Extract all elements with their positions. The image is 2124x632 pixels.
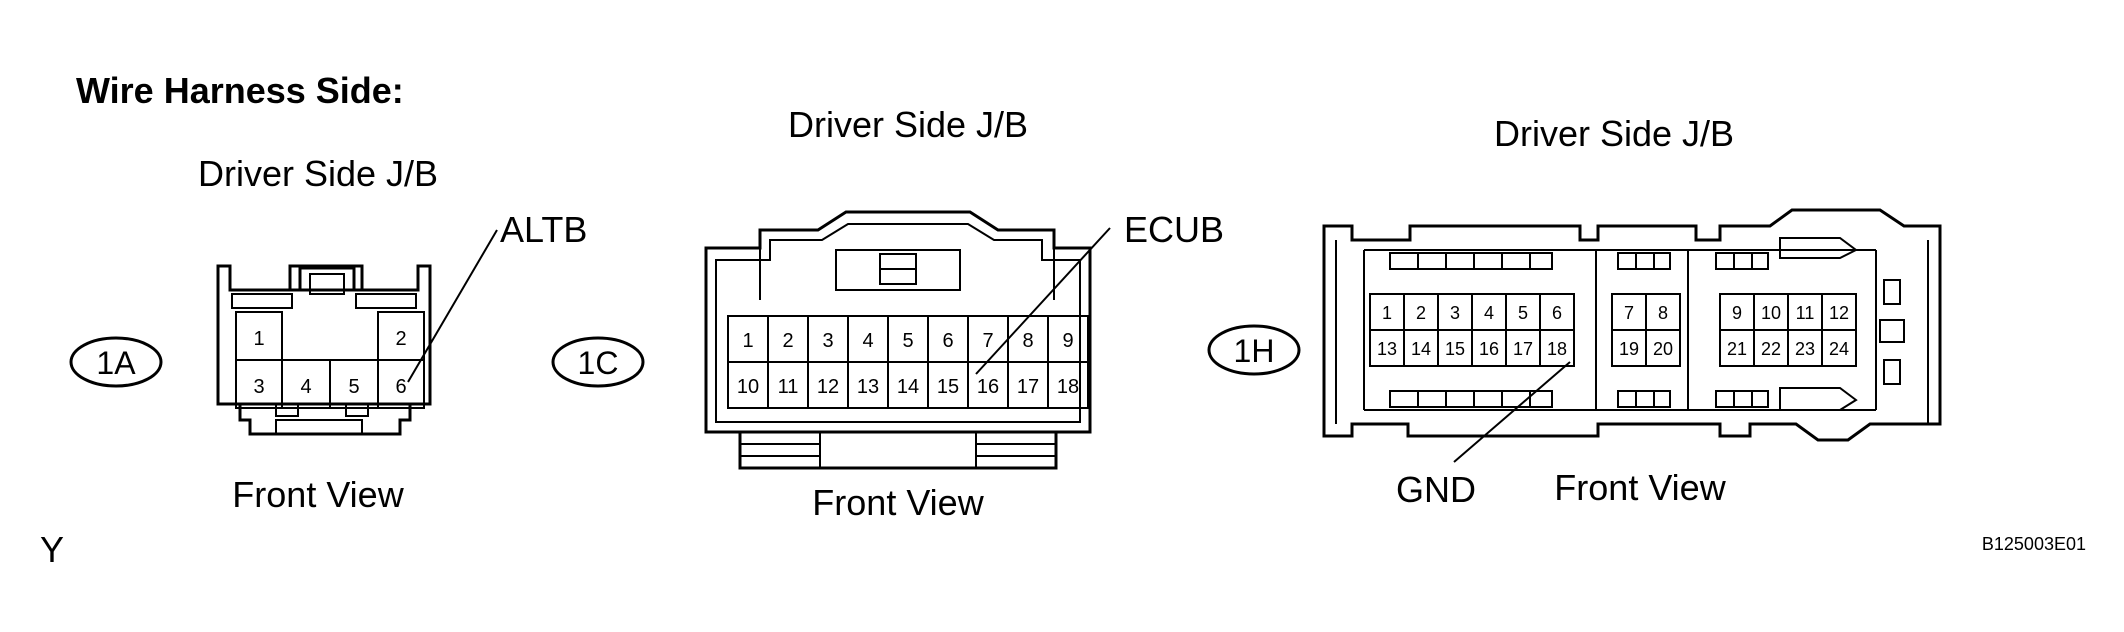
connector-1h-view: Front View [1554,467,1726,508]
connector-1h-body [1322,208,1942,442]
connector-1a-pin: 5 [348,376,359,398]
connector-1h-pin: 12 [1829,303,1849,323]
connector-1h-id-bubble [1207,324,1301,376]
connector-1h-pin-cavity [1539,329,1575,367]
connector-1h-pin: 23 [1795,339,1815,359]
footer-mark: Y [40,529,64,570]
connector-1c-pin: 3 [822,330,833,352]
connector-1h-pin: 18 [1547,339,1567,359]
connector-1c-id: 1C [578,345,619,381]
connector-1h-pin: 8 [1658,303,1668,323]
connector-1c-pin: 1 [742,330,753,352]
connector-1c-body [704,210,1092,434]
connector-1h-pin: 11 [1796,303,1815,323]
connector-1h-pin: 1 [1382,303,1392,323]
connector-1h-pin: 10 [1761,303,1781,323]
connector-1c-pin: 15 [937,376,959,398]
connector-1h: Driver Side J/B 1H [1207,113,1942,510]
connector-1a-id-bubble [69,336,163,388]
connector-1c-pin: 2 [782,330,793,352]
connector-1a-view: Front View [232,474,404,515]
callout-leader-line [407,229,498,383]
callout-leader-line [975,227,1111,375]
connector-1c-pin: 7 [982,330,993,352]
figure-id: B125003E01 [1982,534,2086,554]
diagram-title: Wire Harness Side: [76,70,404,111]
connector-1c-pin: 4 [862,330,873,352]
connector-1h-id: 1H [1234,333,1275,369]
connector-1c-pin: 16 [977,376,999,398]
connector-1a-pin: 3 [253,376,264,398]
connector-1h-pin: 15 [1445,339,1465,359]
connector-1h-pin: 17 [1513,339,1533,359]
connector-1a-id: 1A [96,345,136,381]
connector-1a-pin: 4 [300,376,311,398]
connector-1c-callout: ECUB [1124,209,1224,250]
connector-1c-pin: 12 [817,376,839,398]
connector-1c-pin: 8 [1022,330,1033,352]
connector-1a-pin: 2 [395,328,406,350]
connector-1c-pin: 9 [1062,330,1073,352]
connector-1c-pin: 17 [1017,376,1039,398]
connector-1h-pin-cavity [1645,329,1681,367]
connector-1a-callout: ALTB [500,209,587,250]
connector-1c-pin-cavity [1047,361,1089,409]
connector-1h-pin: 4 [1484,303,1494,323]
connector-1c-pin: 18 [1057,376,1079,398]
connector-1h-pin: 19 [1619,339,1639,359]
connector-1c-pin: 11 [778,376,799,398]
connector-1h-pin: 7 [1624,303,1634,323]
connector-1c-view: Front View [812,482,984,523]
connector-1a-label: Driver Side J/B [198,153,438,194]
connector-1c-pin: 14 [897,376,919,398]
connector-1h-pin: 16 [1479,339,1499,359]
connector-1h-pin: 6 [1552,303,1562,323]
connector-1h-pin: 21 [1727,339,1747,359]
connector-1c-pin: 5 [902,330,913,352]
connector-1c-pin: 6 [942,330,953,352]
connector-1a: Driver Side J/B 1A 1 2 3 4 5 6 ALT [69,153,587,515]
connector-1c-pin: 10 [737,376,759,398]
connector-1h-label: Driver Side J/B [1494,113,1734,154]
connector-1h-pin: 9 [1732,303,1742,323]
connector-1h-pin-cavity [1821,329,1857,367]
connector-1c-label: Driver Side J/B [788,104,1028,145]
connector-1h-pin: 14 [1411,339,1431,359]
connector-1a-pin: 6 [395,376,406,398]
connector-1h-pin: 2 [1416,303,1426,323]
connector-1c-pin: 13 [857,376,879,398]
connector-1h-pin: 24 [1829,339,1849,359]
connector-1h-pin: 5 [1518,303,1528,323]
connector-1h-pin: 22 [1761,339,1781,359]
connector-1h-pin: 13 [1377,339,1397,359]
connector-1h-callout: GND [1396,469,1476,510]
callout-leader-line [1453,361,1571,463]
connector-1h-pin: 20 [1653,339,1673,359]
connector-1c-id-bubble [551,336,645,388]
connector-1h-pin: 3 [1450,303,1460,323]
connector-1a-pin: 1 [253,328,264,350]
